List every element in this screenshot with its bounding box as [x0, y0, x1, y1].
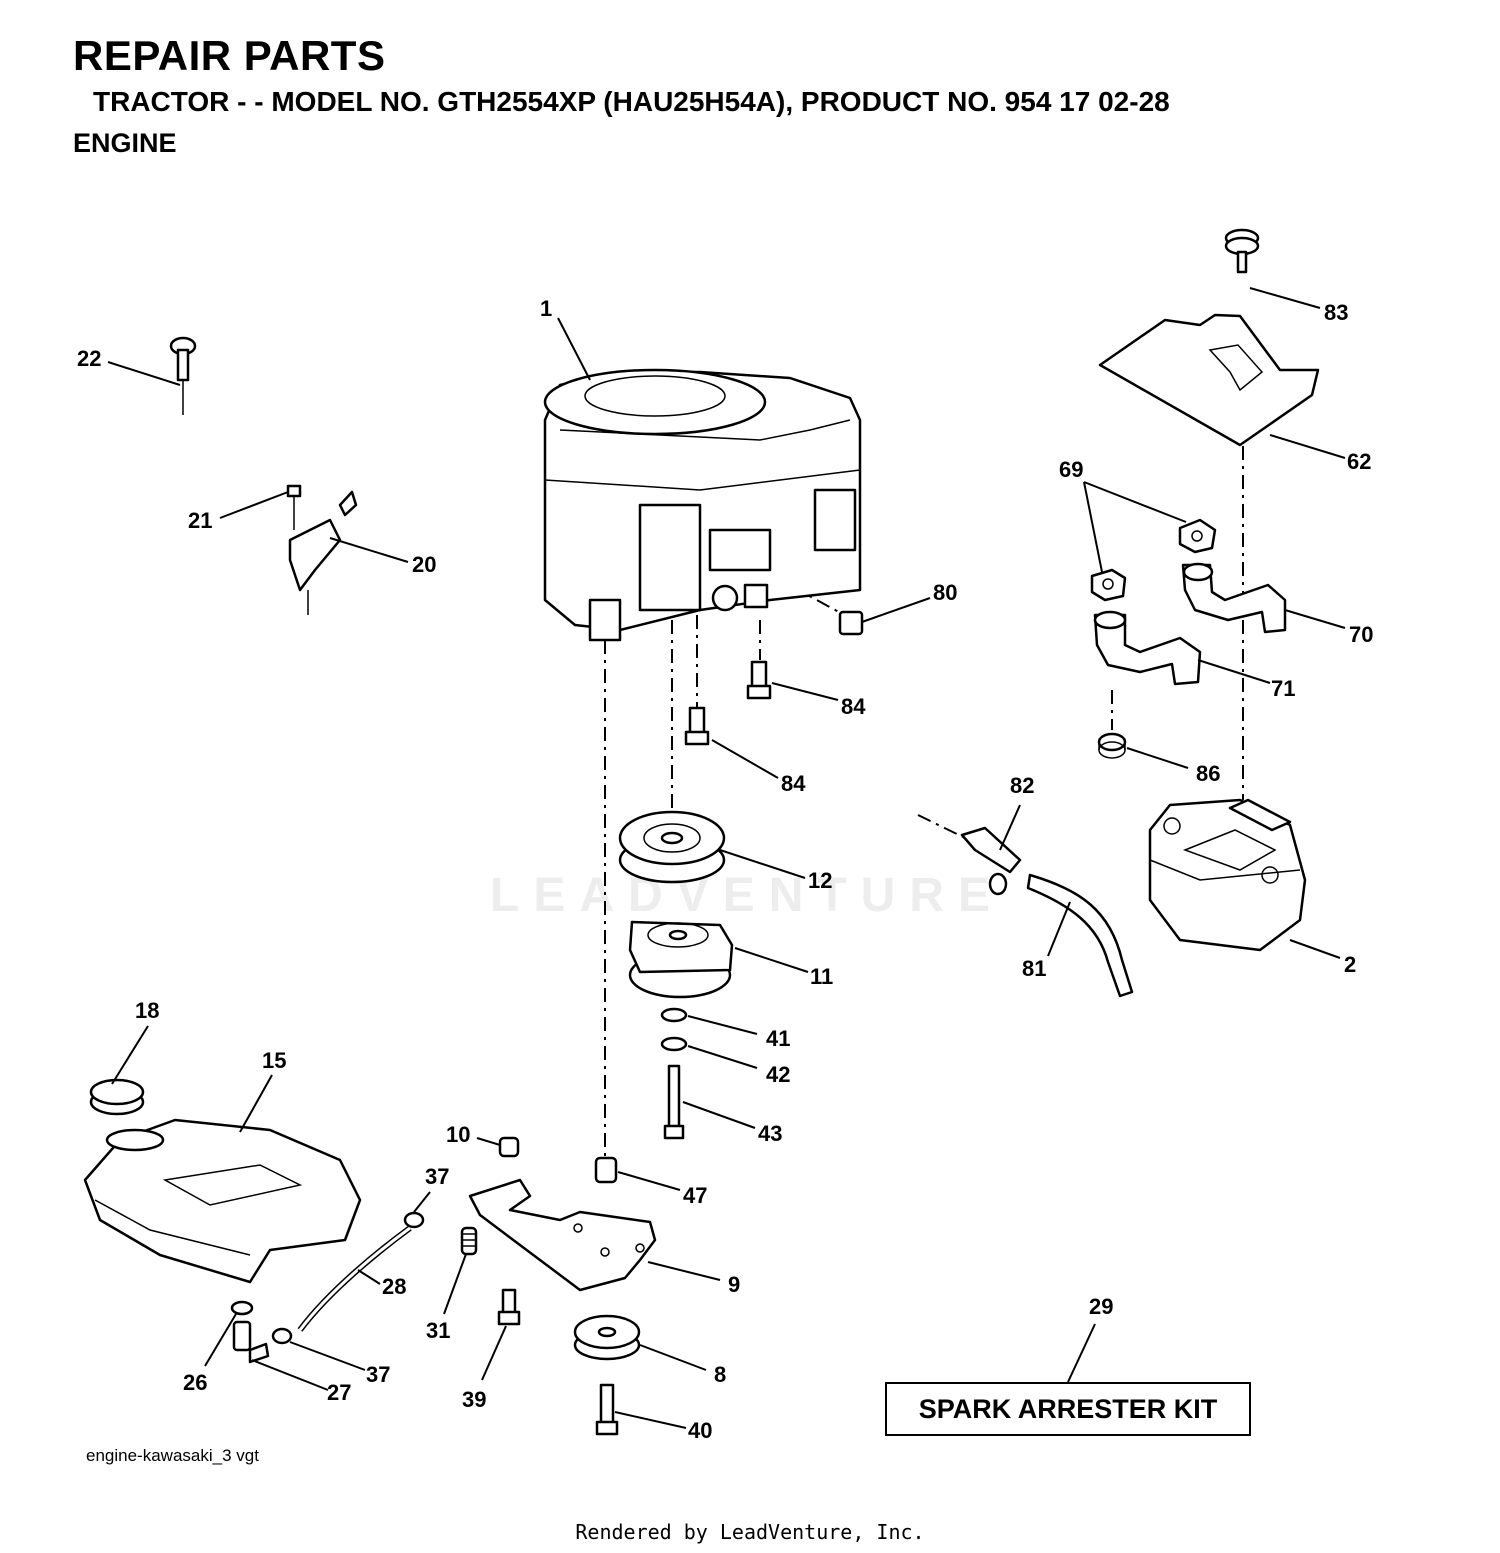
footer-credit: Rendered by LeadVenture, Inc. [575, 1520, 925, 1544]
callout-84-upper: 84 [841, 694, 866, 719]
callout-27: 27 [327, 1380, 351, 1405]
callout-20: 20 [412, 552, 436, 577]
callout-37-upper: 37 [425, 1164, 449, 1189]
bolt-part-39 [497, 1288, 521, 1326]
spark-arrester-kit-label: SPARK ARRESTER KIT [918, 1393, 1218, 1424]
exhaust-pipe-part-71 [1093, 610, 1202, 686]
bracket-part-9 [468, 1178, 657, 1292]
knob-part-83 [1224, 228, 1260, 274]
callout-70: 70 [1349, 622, 1373, 647]
callout-81: 81 [1022, 956, 1046, 981]
callout-10: 10 [446, 1122, 470, 1147]
diagram-code: engine-kawasaki_3 vgt [86, 1446, 259, 1465]
callout-31: 31 [426, 1318, 450, 1343]
callout-42: 42 [766, 1062, 790, 1087]
callout-71: 71 [1271, 676, 1295, 701]
callout-39: 39 [462, 1387, 486, 1412]
spark-plug-part-82 [960, 826, 1022, 896]
callout-86: 86 [1196, 761, 1220, 786]
clutch-part-11 [628, 920, 734, 999]
engine-part-1 [543, 368, 862, 642]
washer-part-41 [660, 1007, 688, 1023]
pulley-part-12 [618, 810, 726, 884]
callout-12: 12 [808, 868, 832, 893]
watermark-text: LEADVENTURE [490, 869, 1005, 922]
callout-labels: 1 2 8 9 10 11 12 15 18 20 21 22 26 27 28… [77, 296, 1373, 1443]
callout-47: 47 [683, 1183, 707, 1208]
spark-arrester-kit-box: SPARK ARRESTER KIT [885, 1382, 1251, 1436]
callout-83: 83 [1324, 300, 1348, 325]
leader-lines [107, 287, 1346, 1429]
bracket-part-20 [288, 490, 358, 615]
callout-29: 29 [1089, 1294, 1113, 1319]
callout-26: 26 [183, 1370, 207, 1395]
washer-part-42 [660, 1036, 688, 1052]
callout-41: 41 [766, 1026, 790, 1051]
screw-part-21 [286, 484, 302, 530]
bolt-part-40 [595, 1383, 619, 1436]
nut-part-86 [1097, 732, 1127, 759]
bolt-part-43 [663, 1064, 685, 1140]
heat-shield-part-62 [1098, 313, 1320, 447]
spacer-part-47 [594, 1156, 618, 1184]
model-subtitle: TRACTOR - - MODEL NO. GTH2554XP (HAU25H5… [93, 86, 1170, 117]
page-title: REPAIR PARTS [73, 32, 386, 79]
callout-8: 8 [714, 1362, 726, 1387]
clamp-part-37-lower [271, 1327, 293, 1345]
callout-69: 69 [1059, 457, 1083, 482]
fuel-cap-part-18 [89, 1078, 145, 1116]
callout-80: 80 [933, 580, 957, 605]
callout-37-lower: 37 [366, 1362, 390, 1387]
callout-9: 9 [728, 1272, 740, 1297]
callout-62: 62 [1347, 449, 1371, 474]
grommet-part-26 [230, 1300, 254, 1316]
callout-1: 1 [540, 296, 552, 321]
section-heading: ENGINE [73, 128, 177, 158]
bolt-part-84-upper [746, 660, 772, 700]
gasket-part-69-upper [1178, 518, 1217, 554]
callout-84-lower: 84 [781, 771, 806, 796]
fitting-part-27 [232, 1320, 270, 1364]
callout-43: 43 [758, 1121, 782, 1146]
spring-part-31 [460, 1226, 478, 1256]
exhaust-pipe-part-70 [1181, 562, 1287, 634]
spark-wire-part-81 [1026, 873, 1134, 998]
callout-40: 40 [688, 1418, 712, 1443]
callout-2: 2 [1344, 952, 1356, 977]
callout-82: 82 [1010, 773, 1034, 798]
knob-part-22 [169, 336, 197, 415]
callout-11: 11 [810, 964, 833, 989]
gasket-part-69-lower [1090, 568, 1127, 602]
callout-21: 21 [188, 508, 212, 533]
callout-15: 15 [262, 1048, 286, 1073]
callout-18: 18 [135, 998, 159, 1023]
callout-28: 28 [382, 1274, 406, 1299]
muffler-part-2 [1148, 798, 1307, 952]
clamp-part-37-upper [403, 1211, 425, 1229]
bolt-part-84-lower [684, 706, 710, 746]
nut-part-80 [838, 610, 864, 636]
fuel-tank-part-15 [83, 1118, 362, 1284]
idler-pulley-part-8 [573, 1314, 641, 1361]
callout-22: 22 [77, 346, 101, 371]
spacer-part-10 [498, 1136, 520, 1158]
fuel-line-part-28 [297, 1225, 412, 1332]
